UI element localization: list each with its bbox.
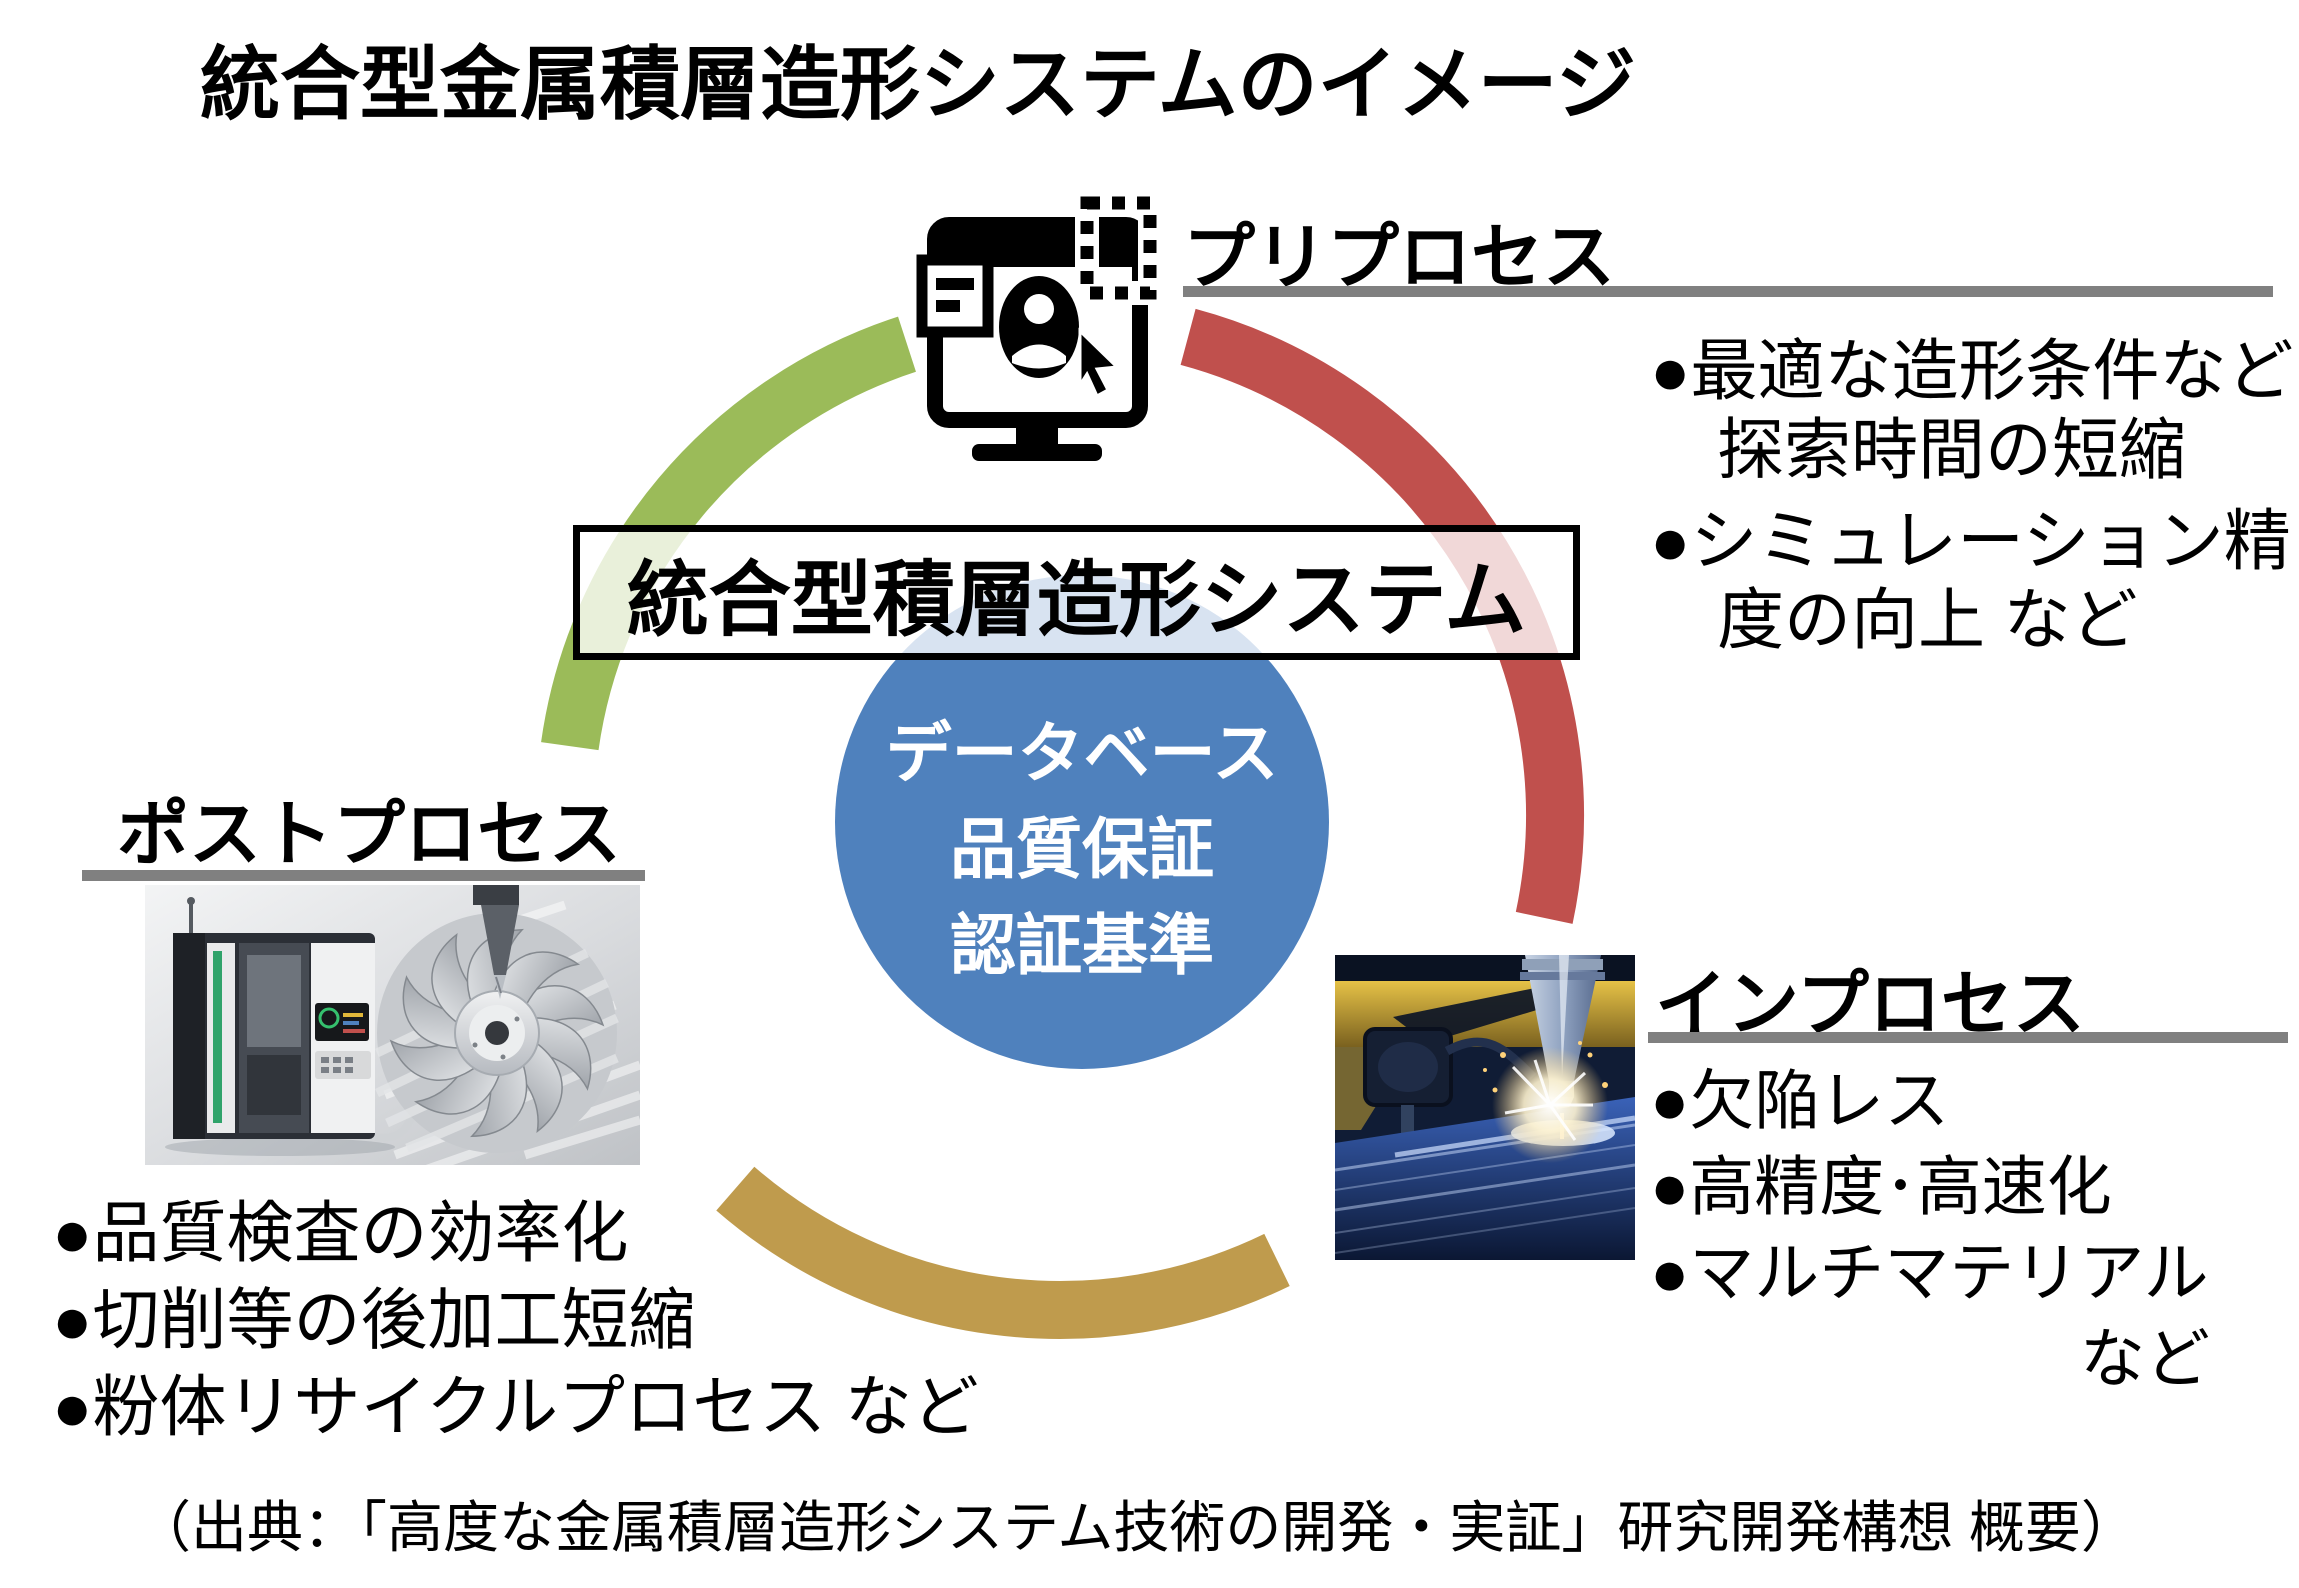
in-bullet-1: ●欠陥レス [1650,1064,1950,1137]
cnc-machine-art [165,897,419,1156]
in-process-arc [716,1166,1290,1339]
post-bullet-1: ●品質検査の効率化 [52,1196,629,1271]
selection-dashes-icon [1075,191,1162,305]
pre-bullet-1: ●最適な造形条件など探索時間の短縮 [1650,334,2294,488]
in-bullet-3: ●マルチマテリアル [1650,1236,2209,1309]
post-process-label: ポストプロセス [117,795,622,875]
circle-line-certification: 認証基準 [950,908,1214,982]
post-process-underline [82,870,645,881]
circle-line-database: データベース [885,716,1279,790]
center-circle-text: データベース 品質保証 認証基準 [882,705,1282,993]
pre-process-label: プリプロセス [1183,218,1616,298]
post-bullet-3: ●粉体リサイクルプロセス など [52,1370,979,1445]
user-avatar-icon [999,276,1079,378]
pre-process-bullets: ●最適な造形条件など探索時間の短縮 ●シミュレーション精度の向上 など [1650,332,2298,660]
monitor-icon [916,191,1162,461]
in-process-underline [1648,1032,2288,1043]
document-icon [916,254,994,338]
impeller-art [375,885,619,1153]
post-bullet-2: ●切削等の後加工短縮 [52,1283,696,1358]
circle-line-quality: 品質保証 [950,812,1214,886]
in-bullet-2: ●高精度･高速化 [1650,1150,2112,1223]
post-process-bullets: ●品質検査の効率化 ●切削等の後加工短縮 ●粉体リサイクルプロセス など [52,1190,1032,1451]
in-process-bullets: ●欠陥レス ●高精度･高速化 ●マルチマテリアル など [1650,1058,2298,1402]
post-process-photo [145,885,640,1165]
cursor-icon [1078,327,1121,399]
source-citation: （出典：「高度な金属積層造形システム技術の開発・実証」研究開発構想 概要） [135,1496,2137,1559]
pre-process-underline [1183,286,2273,297]
in-bullet-suffix: など [2079,1322,2210,1395]
in-process-label: インプロセス [1655,965,2085,1045]
page-title: 統合型金属積層造形システムのイメージ [200,40,1636,129]
post-process-arc [541,316,916,751]
in-process-photo [1335,955,1635,1260]
pre-bullet-2: ●シミュレーション精度の向上 など [1650,504,2291,658]
center-system-box: 統合型積層造形システム [573,525,1580,660]
database-circle [835,575,1329,1069]
